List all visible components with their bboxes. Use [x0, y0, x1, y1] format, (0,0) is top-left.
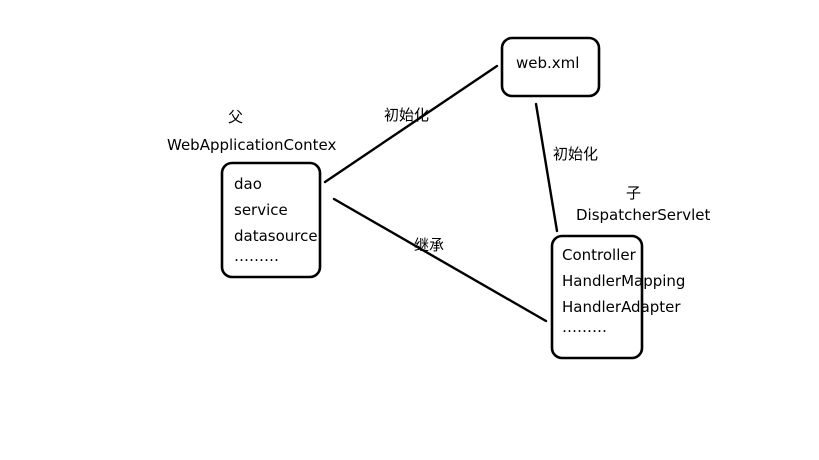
child-item-controller: Controller [562, 246, 636, 264]
parent-caption: 父 [228, 108, 244, 126]
edge-inherit [332, 197, 548, 323]
parent-item-dao: dao [234, 175, 262, 193]
child-caption: 子 [626, 184, 642, 202]
webxml-label: web.xml [516, 54, 580, 72]
parent-item-datasource: datasource [234, 227, 318, 245]
child-item-list: Controller HandlerMapping HandlerAdapter… [562, 242, 685, 340]
parent-context-box [220, 161, 322, 279]
parent-title: WebApplicationContex [167, 136, 337, 154]
child-item-handler-adapter: HandlerAdapter [562, 298, 681, 316]
child-item-ellipsis: ……… [562, 318, 607, 336]
child-title: DispatcherServlet [576, 206, 711, 224]
parent-item-ellipsis: ……… [234, 247, 279, 265]
edge-label-init-parent: 初始化 [384, 106, 430, 124]
edge-label-inherit: 继承 [414, 236, 445, 254]
webxml-box [500, 36, 601, 98]
child-item-handler-mapping: HandlerMapping [562, 272, 686, 290]
parent-item-service: service [234, 201, 288, 219]
edge-init-parent [323, 64, 499, 184]
parent-item-list: dao service datasource ……… [234, 171, 318, 269]
edge-init-child [534, 102, 559, 233]
dispatcher-servlet-box [550, 234, 644, 360]
edge-label-init-child: 初始化 [553, 145, 599, 163]
